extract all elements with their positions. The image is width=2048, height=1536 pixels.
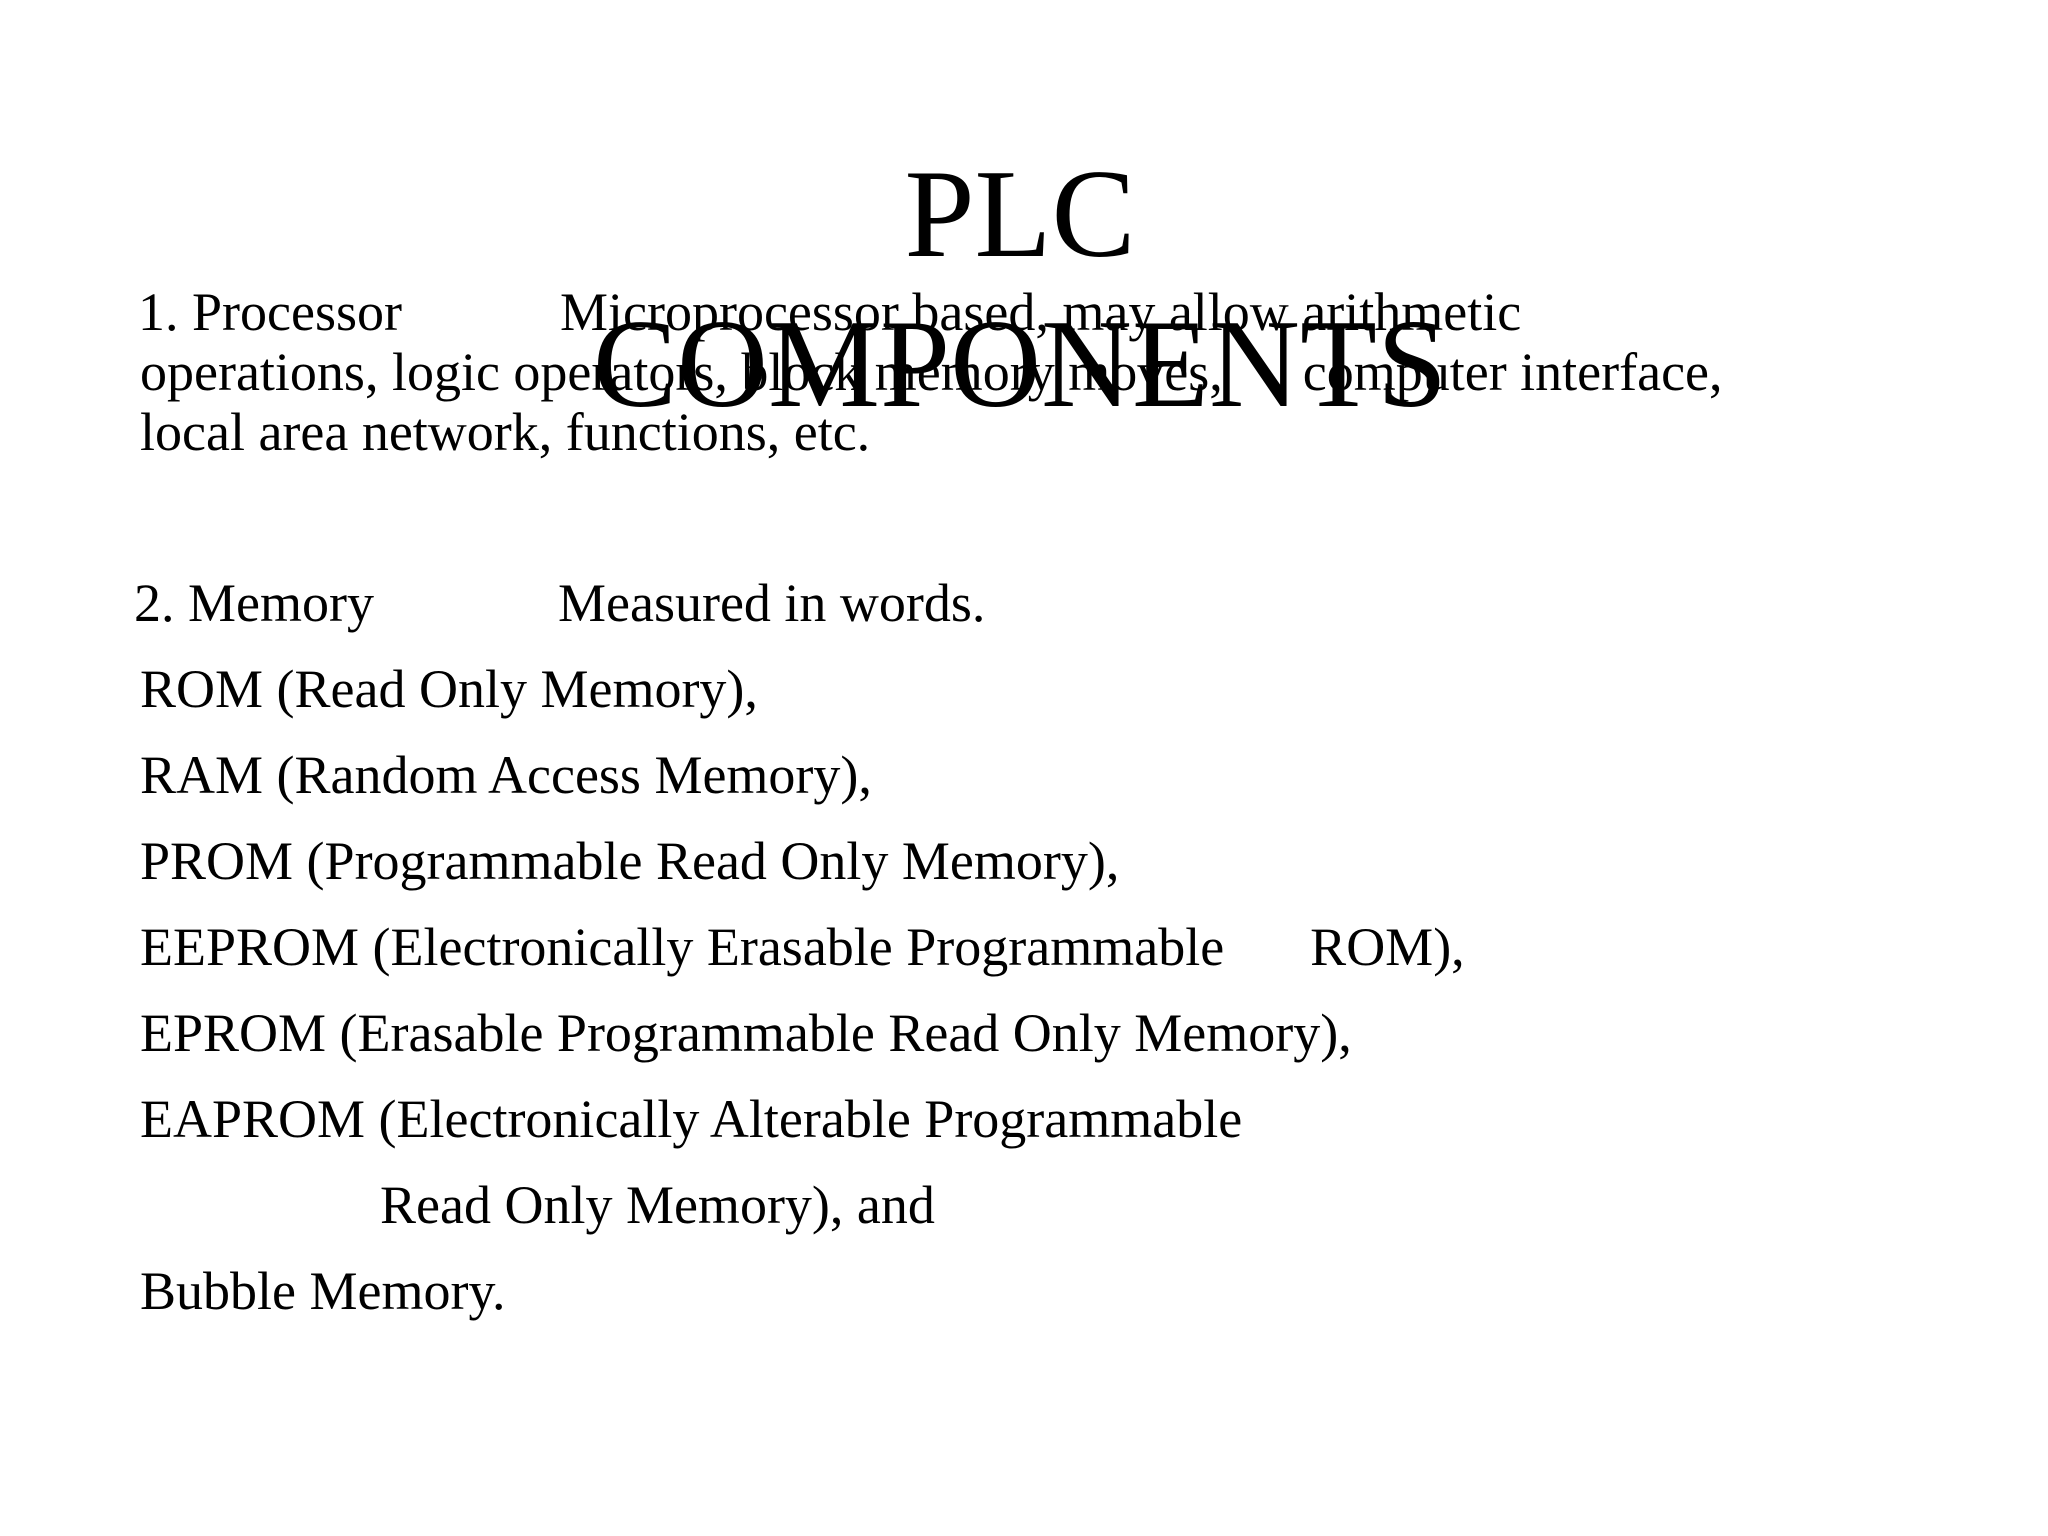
memory-item-eeprom-part-b: ROM), xyxy=(1310,917,1465,977)
processor-row-3: local area network, functions, etc. xyxy=(140,402,1723,462)
processor-section: 1. Processor Microprocessor based, may al… xyxy=(138,282,1723,462)
processor-label: 1. Processor xyxy=(138,282,402,342)
title-line-plc: PLC xyxy=(904,145,1136,284)
processor-description-line-2b: computer interface, xyxy=(1302,342,1723,402)
memory-item-ram: RAM (Random Access Memory), xyxy=(140,745,872,805)
memory-item-rom: ROM (Read Only Memory), xyxy=(140,659,758,719)
memory-item-eeprom-part-a: EEPROM (Electronically Erasable Programm… xyxy=(140,917,1225,977)
title-line-components: COMPONENTS xyxy=(592,295,1448,434)
processor-description-line-3: local area network, functions, etc. xyxy=(140,402,871,462)
processor-description-line-1: Microprocessor based, may allow arithmet… xyxy=(560,282,1522,342)
memory-item-eeprom: EEPROM (Electronically Erasable Programm… xyxy=(140,904,1465,990)
processor-row-1: 1. Processor Microprocessor based, may al… xyxy=(138,282,1723,342)
memory-item-bubble: Bubble Memory. xyxy=(140,1261,506,1321)
memory-intro: Measured in words. xyxy=(558,573,986,633)
processor-description-line-2a: operations, logic operators, block memor… xyxy=(140,342,1223,402)
memory-item-prom: PROM (Programmable Read Only Memory), xyxy=(140,831,1120,891)
processor-row-2: operations, logic operators, block memor… xyxy=(140,342,1723,402)
slide-title: PLC COMPONENTS xyxy=(520,140,1520,440)
memory-item-eprom: EPROM (Erasable Programmable Read Only M… xyxy=(140,1003,1352,1063)
memory-item-eaprom-continuation: Read Only Memory), and xyxy=(380,1175,935,1235)
memory-row-intro: 2. Memory Measured in words. xyxy=(134,560,1465,646)
memory-section: 2. Memory Measured in words. ROM (Read On… xyxy=(134,560,1465,1334)
memory-label: 2. Memory xyxy=(134,573,374,633)
memory-item-eaprom: EAPROM (Electronically Alterable Program… xyxy=(140,1089,1243,1149)
